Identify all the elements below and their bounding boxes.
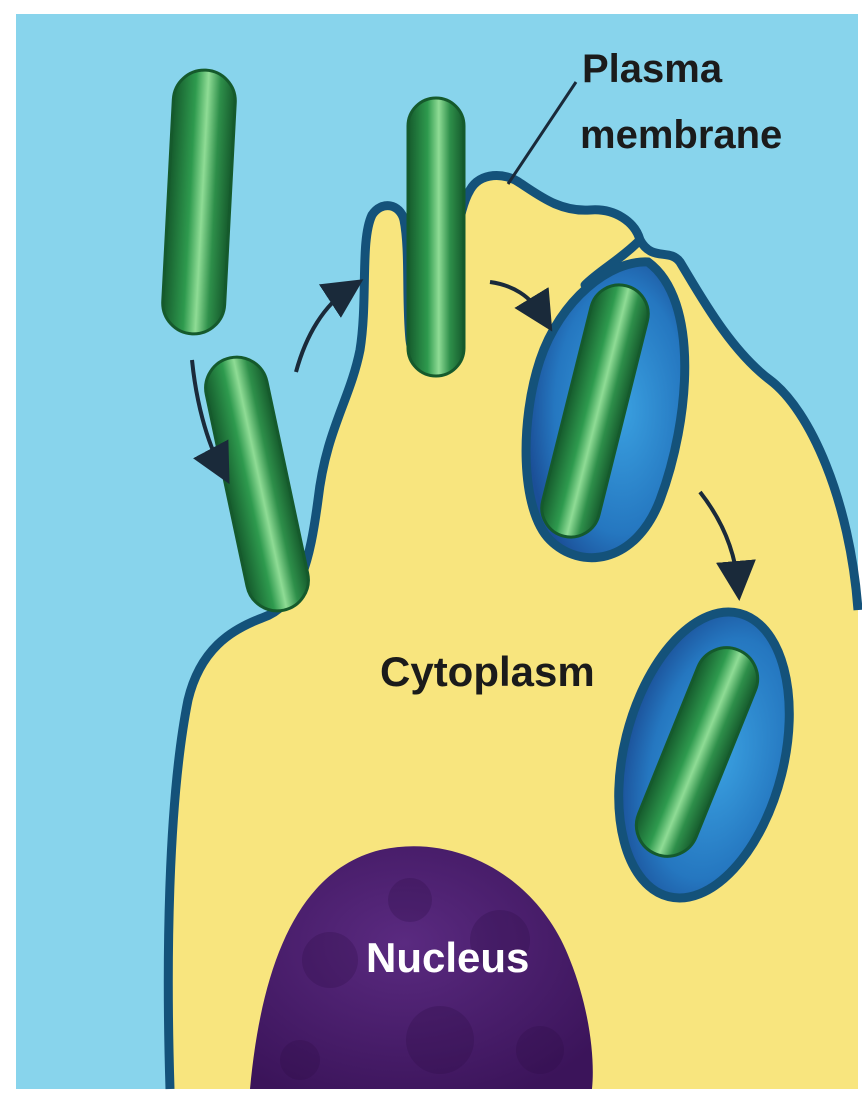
label-plasma-membrane-line1: Plasma <box>582 47 723 91</box>
label-cytoplasm: Cytoplasm <box>380 648 595 695</box>
bacterium-free <box>161 69 237 336</box>
bacterium-entering <box>408 98 464 376</box>
label-plasma-membrane-line2: membrane <box>580 113 782 157</box>
label-nucleus: Nucleus <box>366 934 529 981</box>
